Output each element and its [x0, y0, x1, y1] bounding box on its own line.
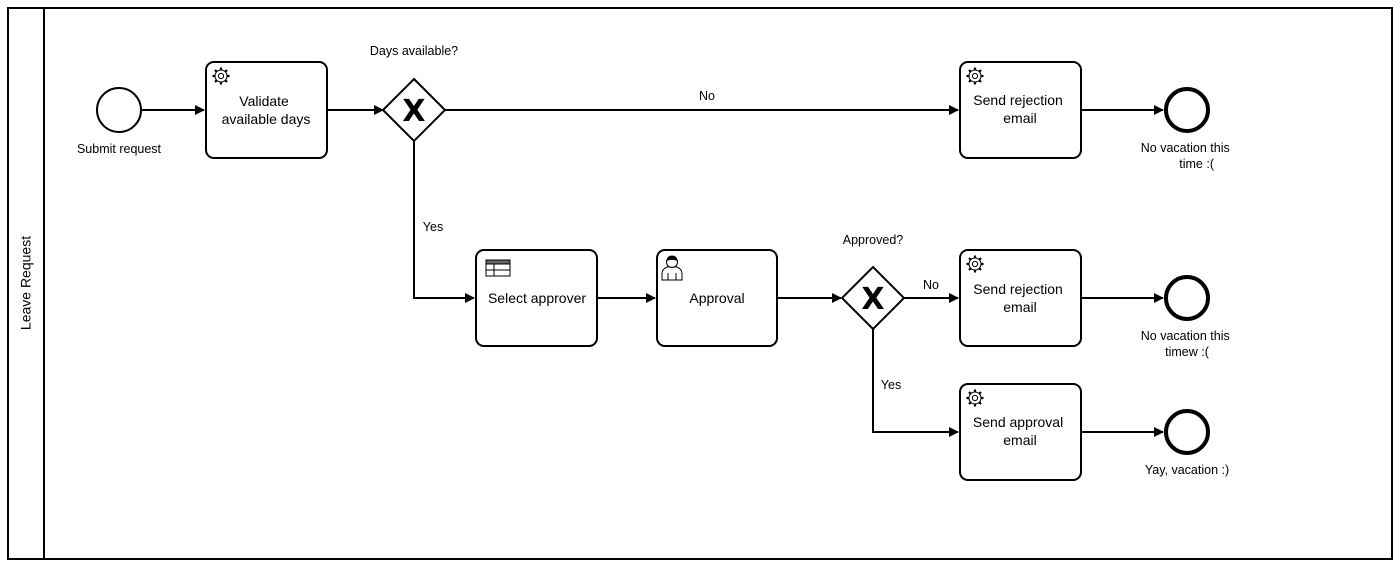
end-event-no-vacation-1[interactable] [1164, 87, 1210, 133]
task-label-line: Approval [689, 290, 744, 306]
task-label-line: Send rejection [973, 281, 1063, 297]
task-label-line: email [1003, 110, 1036, 126]
end-event-label-line: No vacation this [1141, 329, 1230, 343]
svg-text:Send rejection email: Send rejection email [973, 92, 1066, 126]
task-validate-available-days[interactable]: Validate available days [205, 61, 328, 159]
task-label-line: email [1003, 432, 1036, 448]
gateway-days-available-label: Days available? [370, 44, 458, 58]
gateway-days-available[interactable]: X [381, 77, 447, 143]
end-event-label-line: Yay, vacation :) [1145, 463, 1229, 477]
svg-text:Select approver: Select approver [488, 290, 586, 306]
gateway-x-marker: X [402, 94, 425, 129]
gear-icon [211, 66, 231, 86]
gateway-approved-label: Approved? [843, 233, 904, 247]
gear-icon [965, 66, 985, 86]
user-icon [661, 255, 683, 281]
end-event-label-line: time :( [1179, 157, 1215, 171]
task-send-rejection-email-2[interactable]: Send rejection email [959, 249, 1082, 347]
svg-text:Send rejection email: Send rejection email [973, 281, 1066, 315]
task-send-rejection-email-1[interactable]: Send rejection email [959, 61, 1082, 159]
end-event-label-line: No vacation this [1141, 141, 1230, 155]
task-label-line: Validate [239, 93, 289, 109]
svg-text:Validate available days: Validate available days [222, 93, 311, 127]
flow-label-days-no: No [699, 89, 715, 103]
task-label-line: Send approval [973, 414, 1063, 430]
table-icon [485, 259, 511, 277]
gateway-x-marker: X [861, 282, 884, 317]
task-label-line: Select approver [488, 290, 586, 306]
flow-approved-yes-to-send[interactable] [872, 329, 959, 437]
svg-text:No vacation this timew :(: No vacation this timew :( [1141, 329, 1233, 359]
svg-text:No vacation this time :(: No vacation this time :( [1141, 141, 1233, 171]
task-send-approval-email[interactable]: Send approval email [959, 383, 1082, 481]
gear-icon [965, 388, 985, 408]
gateway-approved[interactable]: X [840, 265, 906, 331]
task-label-line: Send rejection [973, 92, 1063, 108]
pool-label: Leave Request [18, 236, 34, 330]
svg-text:Yay, vacation :): Yay, vacation :) [1145, 463, 1229, 477]
flow-label-approved-yes: Yes [881, 378, 901, 392]
task-label-line: available days [222, 111, 311, 127]
end-event-label-line: timew :( [1165, 345, 1210, 359]
start-event[interactable] [96, 87, 142, 133]
flow-label-days-yes: Yes [423, 220, 443, 234]
task-label-line: email [1003, 299, 1036, 315]
task-approval[interactable]: Approval [656, 249, 778, 347]
flow-label-approved-no: No [923, 278, 939, 292]
start-event-label: Submit request [77, 142, 162, 156]
end-event-vacation[interactable] [1164, 409, 1210, 455]
svg-text:Approval: Approval [689, 290, 744, 306]
task-select-approver[interactable]: Select approver [475, 249, 598, 347]
svg-text:Send approval email: Send approval email [973, 414, 1067, 448]
end-event-no-vacation-2[interactable] [1164, 275, 1210, 321]
gear-icon [965, 254, 985, 274]
flow-gateway-yes-to-select[interactable] [413, 141, 475, 303]
